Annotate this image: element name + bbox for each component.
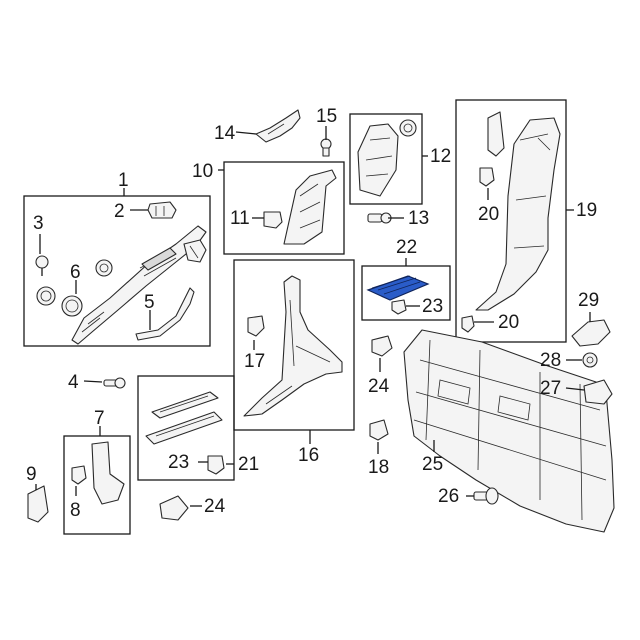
bracket-part-14 <box>255 109 301 143</box>
clip-part-17 <box>247 315 265 337</box>
clip-part-24b <box>159 495 189 521</box>
callout-11: 11 <box>230 208 250 229</box>
callout-14: 14 <box>214 123 236 144</box>
screw-part-3 <box>35 255 49 276</box>
callout-23-right: 23 <box>422 296 443 317</box>
clip-part-24a <box>371 335 393 357</box>
pillar-trim-part-1 <box>71 225 207 345</box>
callout-20-bottom: 20 <box>498 312 519 333</box>
callout-28: 28 <box>540 350 561 371</box>
screw-part-4 <box>103 377 126 389</box>
trim-part-12 <box>357 123 399 197</box>
bolt-part-13 <box>367 212 392 224</box>
group-box-7 <box>63 435 131 535</box>
callout-24-right: 24 <box>368 376 390 397</box>
group-box-16 <box>233 259 355 431</box>
handle-part-5 <box>135 287 195 341</box>
clip-part-2 <box>147 201 177 219</box>
callout-16: 16 <box>298 445 319 466</box>
clip-part-18 <box>369 419 389 441</box>
panel-part-10 <box>283 169 337 245</box>
bracket-part-9 <box>27 485 49 523</box>
callout-21: 21 <box>238 454 259 475</box>
bracket-part-1b <box>183 239 207 263</box>
nut-part-28 <box>582 352 598 368</box>
callout-17: 17 <box>244 351 265 372</box>
callout-2: 2 <box>114 201 125 222</box>
group-box-10 <box>223 161 345 255</box>
pushpin-part-26 <box>473 487 499 505</box>
clip-part-11 <box>263 211 283 229</box>
panel-part-7 <box>91 441 125 505</box>
callout-4: 4 <box>68 372 79 393</box>
callout-18: 18 <box>368 457 389 478</box>
callout-10: 10 <box>192 161 213 182</box>
back-panel-part-25 <box>403 329 615 533</box>
group-box-1 <box>23 195 211 347</box>
callout-1: 1 <box>118 170 129 191</box>
callout-23-left: 23 <box>168 452 189 473</box>
callout-24-left: 24 <box>204 496 226 517</box>
callout-7: 7 <box>94 408 105 429</box>
clip-part-20a <box>479 167 495 187</box>
callout-15: 15 <box>316 106 337 127</box>
callout-25: 25 <box>422 454 443 475</box>
callout-8: 8 <box>70 500 81 521</box>
callout-20-top: 20 <box>478 204 499 225</box>
clip-part-20b <box>461 315 475 333</box>
group-box-19 <box>455 99 567 343</box>
callout-3: 3 <box>33 213 44 234</box>
callout-26: 26 <box>438 486 459 507</box>
callout-27: 27 <box>540 378 561 399</box>
callout-13: 13 <box>408 208 429 229</box>
clip-part-23b <box>207 455 225 475</box>
grommet-part-12b <box>399 119 417 137</box>
pad-part-22-highlighted <box>366 275 430 301</box>
callout-numbers: 1 2 3 4 5 6 7 8 9 10 11 12 13 14 15 16 1… <box>26 106 599 521</box>
pillar-trim-part-16 <box>243 275 343 417</box>
grommet-part-6 <box>36 259 113 317</box>
trim-part-29 <box>571 319 611 347</box>
callout-6: 6 <box>70 262 81 283</box>
clip-part-23a <box>391 299 407 315</box>
leader-lines <box>35 126 591 507</box>
group-box-12 <box>349 113 423 205</box>
callout-12: 12 <box>430 146 451 167</box>
scuff-plate-part-21 <box>145 391 223 445</box>
callout-29: 29 <box>578 290 599 311</box>
callout-5: 5 <box>144 292 155 313</box>
clip-part-8 <box>71 465 87 485</box>
bolt-part-15 <box>320 138 332 157</box>
callout-19: 19 <box>576 200 597 221</box>
clip-part-27 <box>583 379 613 405</box>
callout-22: 22 <box>396 237 417 258</box>
bracket-part-19b <box>487 111 505 157</box>
group-box-21 <box>137 375 235 481</box>
callout-9: 9 <box>26 464 37 485</box>
pillar-trim-part-19 <box>475 117 561 311</box>
